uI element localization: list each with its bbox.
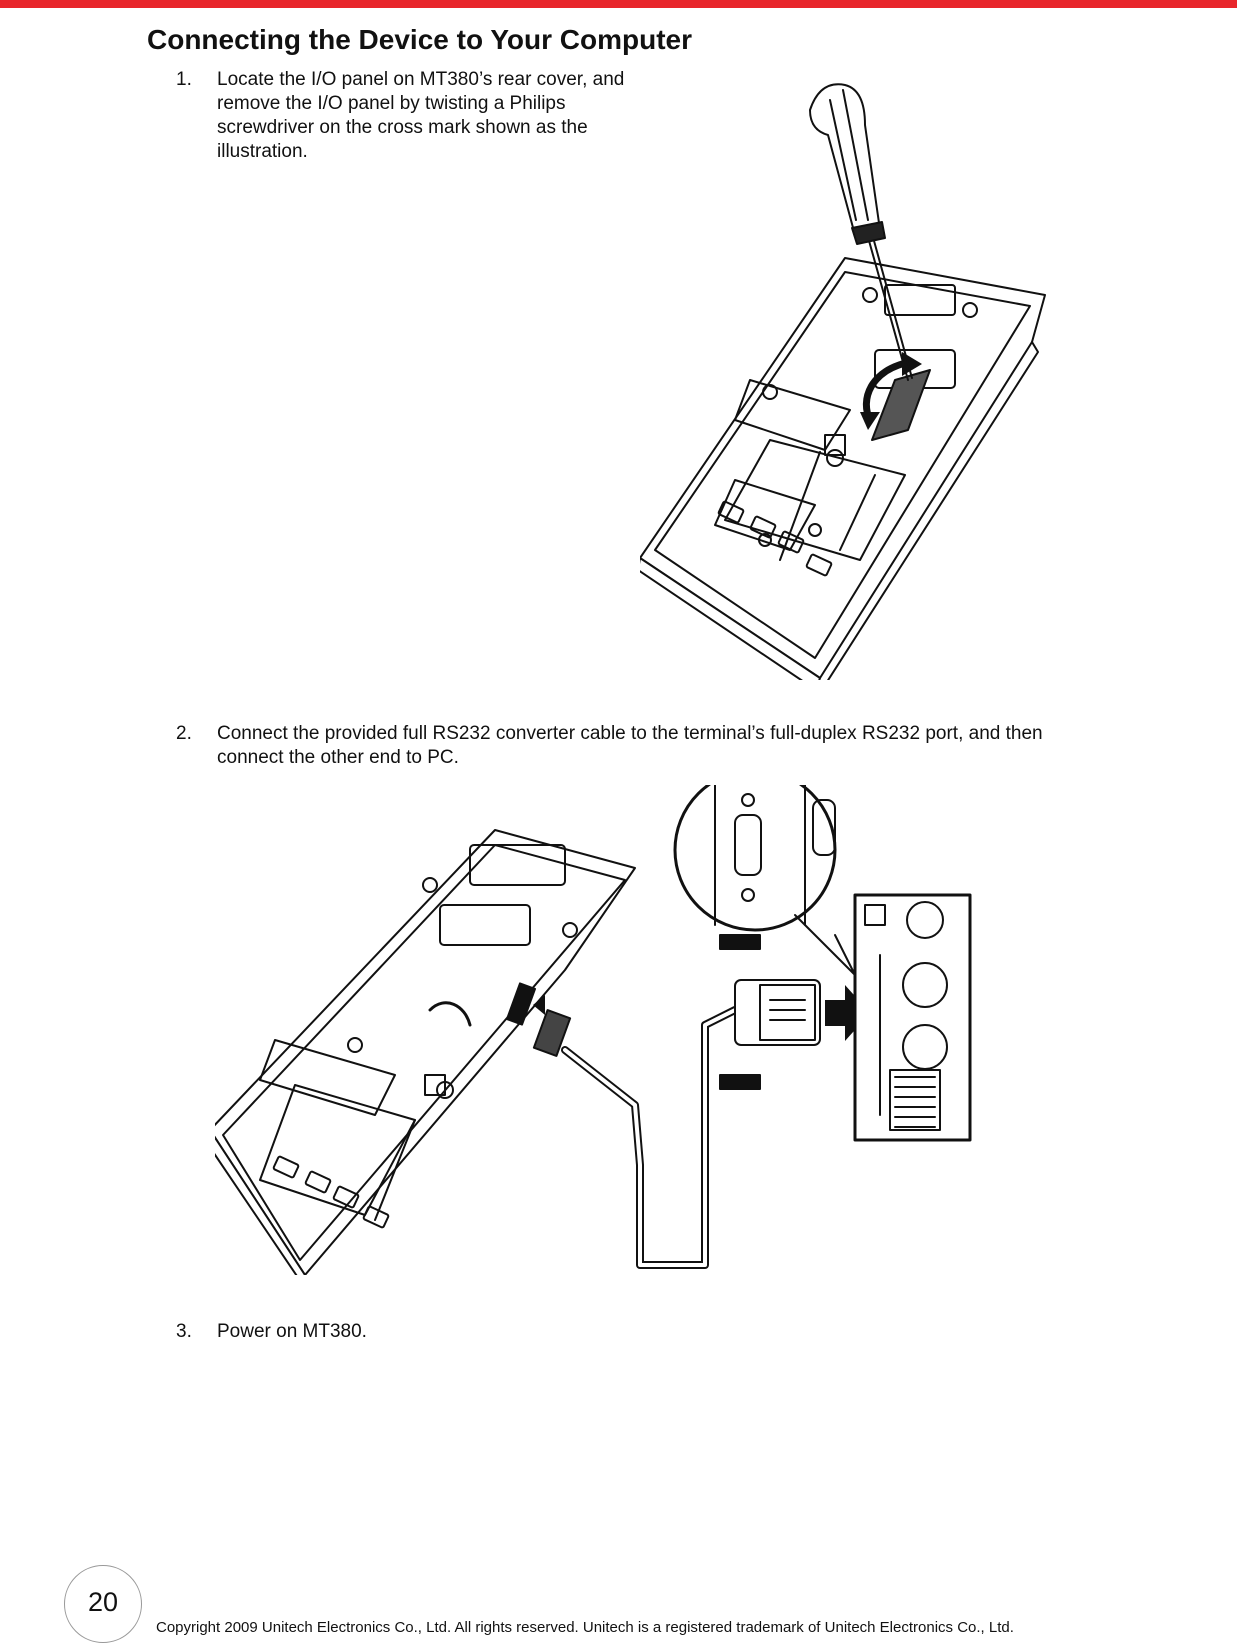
device-rear-cover — [215, 830, 635, 1275]
copyright-footer: Copyright 2009 Unitech Electronics Co., … — [156, 1619, 1014, 1636]
io-panel — [872, 370, 930, 440]
rs232-cable-illustration — [215, 785, 1015, 1275]
page-title: Connecting the Device to Your Computer — [147, 24, 693, 55]
device-rear-cover — [640, 258, 1045, 680]
screwdriver-icon — [810, 84, 912, 380]
arrow-icon — [533, 995, 545, 1015]
step-number: 3. — [176, 1321, 192, 1342]
port-zoom-inset — [675, 785, 855, 975]
pc-tower — [855, 895, 970, 1140]
arrow-icon — [825, 985, 870, 1041]
screwdriver-illustration — [640, 80, 1060, 680]
step-number: 2. — [176, 723, 192, 744]
device-connector — [507, 983, 535, 1024]
step-text: Connect the provided full RS232 converte… — [217, 723, 1043, 768]
top-accent-bar — [0, 0, 1237, 8]
step-number: 1. — [176, 69, 192, 90]
step-text: Power on MT380. — [217, 1321, 367, 1342]
db9-connector — [720, 935, 820, 1089]
page-number: 20 — [87, 1587, 119, 1617]
cable — [565, 1010, 735, 1265]
step-text: Locate the I/O panel on MT380’s rear cov… — [217, 69, 625, 162]
